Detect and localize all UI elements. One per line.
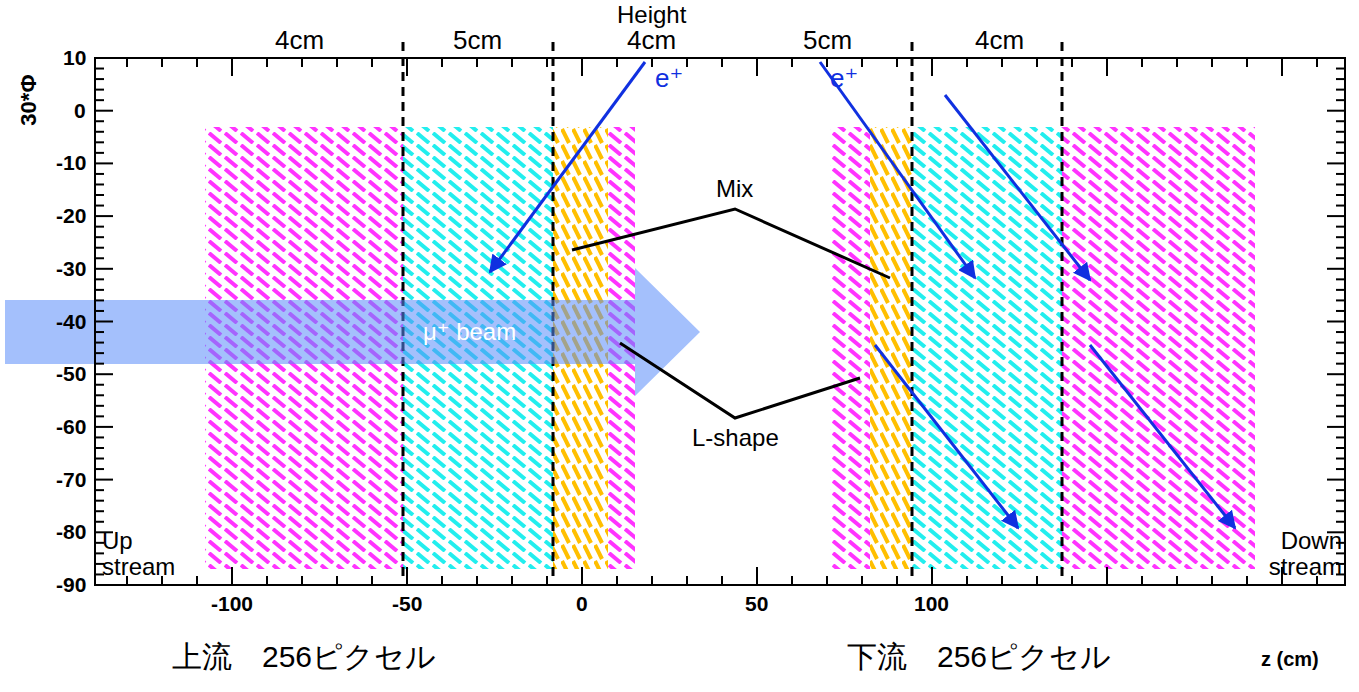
beam-arrow xyxy=(5,268,700,396)
dimension: 4cm xyxy=(275,26,324,55)
plot-frame xyxy=(95,58,1345,585)
axis-ticks xyxy=(95,58,1345,585)
tick-label: 0 xyxy=(576,592,588,615)
tick-label: 0 xyxy=(74,99,86,122)
tick-label: -40 xyxy=(56,310,86,333)
dimension: 4cm xyxy=(627,26,676,55)
particle-label: e⁺ xyxy=(830,64,858,93)
tick-label: 50 xyxy=(745,592,768,615)
caption-text: 上流 256ピクセル xyxy=(172,640,436,673)
tick-label: -20 xyxy=(56,204,86,227)
axis-title: Height xyxy=(617,2,686,28)
pixel-layer xyxy=(830,127,870,569)
tick-label: -10 xyxy=(56,151,86,174)
pixel-layer xyxy=(912,127,1062,569)
dimension: 5cm xyxy=(803,26,852,55)
tick-label: -100 xyxy=(211,592,253,615)
caption-text: 下流 256ピクセル xyxy=(847,640,1111,673)
dimension: 5cm xyxy=(453,26,502,55)
region-label: Down stream xyxy=(1242,528,1342,581)
tick-label: -90 xyxy=(56,573,86,596)
tick-label: -80 xyxy=(56,520,86,543)
pixel-layer xyxy=(1062,127,1255,569)
tick-label: -70 xyxy=(56,468,86,491)
tick-label: 10 xyxy=(63,46,86,69)
axis-title: z (cm) xyxy=(1261,648,1319,670)
tick-label: -50 xyxy=(56,362,86,385)
tick-label: -50 xyxy=(392,592,422,615)
region-label: Up stream xyxy=(102,528,182,581)
tick-label: -60 xyxy=(56,415,86,438)
axis-title: 30*Φ xyxy=(17,75,41,126)
callout-label: Mix xyxy=(716,176,753,202)
positron-track xyxy=(490,62,1235,528)
callout-label: L-shape xyxy=(692,425,779,451)
tick-label: 100 xyxy=(914,592,949,615)
beam-label: μ⁺ beam xyxy=(423,319,516,345)
particle-label: e⁺ xyxy=(655,64,683,93)
leader-line xyxy=(572,209,890,418)
tick-label: -30 xyxy=(56,257,86,280)
dimension: 4cm xyxy=(975,26,1024,55)
